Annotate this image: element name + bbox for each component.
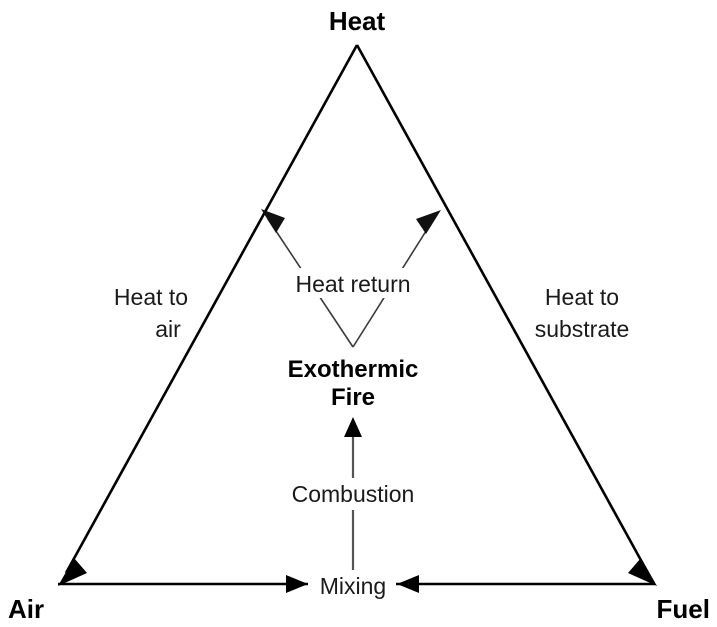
center-node-label-line1: Exothermic bbox=[288, 356, 419, 383]
arrowhead-to-air bbox=[58, 558, 87, 586]
arrowhead-heat-return-left bbox=[261, 209, 285, 233]
triangle-edge-left bbox=[64, 44, 359, 574]
heat-return-label-backdrop bbox=[281, 268, 425, 298]
arrowhead-to-fuel bbox=[628, 558, 657, 586]
mixing-label-backdrop bbox=[308, 570, 396, 602]
vertex-label-fuel: Fuel bbox=[657, 594, 710, 624]
edge-label-heat-to-air-line1: Heat to bbox=[114, 284, 188, 310]
edge-label-heat-to-air-line2: air bbox=[155, 316, 181, 342]
combustion-connector bbox=[344, 417, 362, 575]
vertex-label-heat: Heat bbox=[329, 6, 386, 36]
edge-label-heat-to-substrate-line1: Heat to bbox=[545, 284, 619, 310]
center-node-label-line2: Fire bbox=[331, 384, 375, 411]
vertex-label-air: Air bbox=[8, 594, 44, 624]
edge-label-combustion: Combustion bbox=[292, 481, 415, 507]
arrowhead-heat-return-right bbox=[416, 210, 441, 234]
arrowhead-combustion bbox=[344, 417, 362, 437]
node-label-mixing: Mixing bbox=[320, 573, 386, 599]
arrowhead-mixing-from-air bbox=[286, 575, 308, 593]
edge-label-heat-to-substrate-line2: substrate bbox=[535, 316, 630, 342]
combustion-label-backdrop bbox=[283, 478, 425, 508]
triangle-edge-right bbox=[355, 44, 650, 574]
arrowhead-mixing-from-fuel bbox=[397, 575, 419, 593]
edge-label-heat-return: Heat return bbox=[295, 271, 410, 297]
